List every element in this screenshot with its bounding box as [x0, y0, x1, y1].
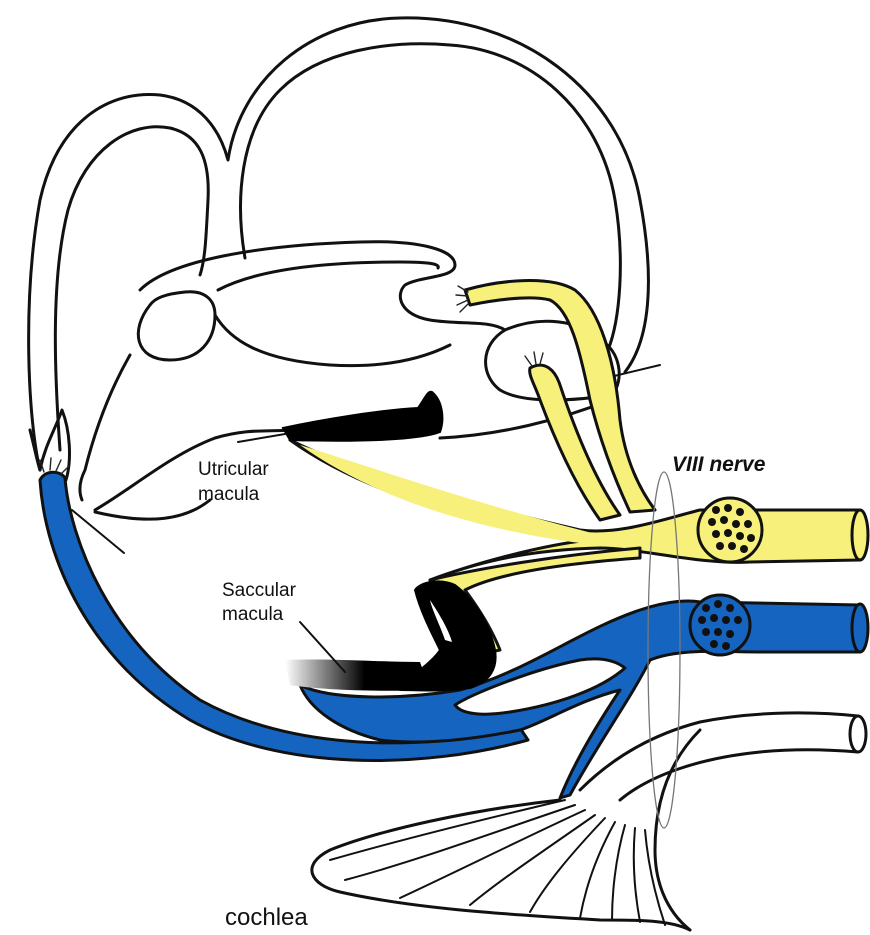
saccular-macula-label-line1: Saccular — [222, 580, 297, 601]
utricular-macula — [283, 392, 442, 441]
viii-nerve-label: VIII nerve — [672, 453, 766, 476]
cochlea-label: cochlea — [225, 904, 308, 931]
utricular-macula-label-line1: Utricular — [198, 459, 269, 480]
saccular-nerve-base — [300, 601, 866, 798]
utricular-nerve-branches — [290, 281, 868, 652]
utricular-macula-label-line2: macula — [198, 484, 260, 505]
saccular-macula-label-line2: macula — [222, 604, 284, 625]
saccular-macula — [285, 581, 496, 690]
